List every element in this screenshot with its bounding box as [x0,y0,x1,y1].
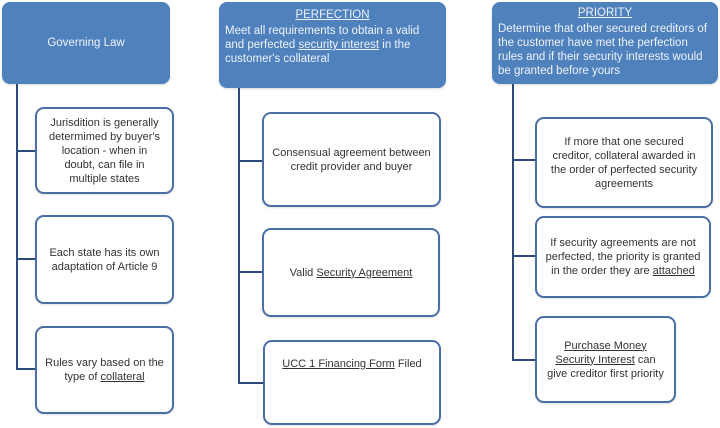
item-text: Valid Security Agreement [290,266,413,280]
underlined-term: collateral [100,371,145,383]
item-text: If security agreements are not perfected… [545,236,701,278]
text-run: If more that one secured creditor, colla… [550,135,698,190]
governing-law-item-state-adaptation: Each state has its own adaptation of Art… [35,215,174,304]
perfection-description: Meet all requirements to obtain a valid … [225,24,440,66]
perfection-connector-vertical [238,88,240,384]
priority-header: PRIORITY Determine that other secured cr… [492,2,718,84]
perfection-connector-1 [238,160,263,162]
priority-connector-2 [512,255,536,257]
perfection-connector-2 [238,271,263,273]
text-run: in the customer's collateral [225,39,411,65]
underlined-term: UCC 1 Financing Form [282,357,395,370]
governing-law-connector-vertical [16,84,18,370]
item-text: UCC 1 Financing Form Filed [282,357,421,371]
text-run: Filed [394,357,422,370]
priority-item-not-perfected: If security agreements are not perfected… [535,216,711,298]
governing-law-item-jurisdiction: Jurisdition is generally determimed by b… [35,107,174,194]
text-run: Valid [289,266,317,279]
text-run: Jurisdition is generally determimed by b… [49,116,160,185]
priority-item-multiple-creditors: If more that one secured creditor, colla… [535,117,713,208]
governing-law-header: Governing Law [2,2,170,84]
text-run: Determine that other secured creditors o… [498,23,708,77]
text-run: Meet all requirements to obtain a valid … [225,25,420,51]
item-text: Jurisdition is generally determimed by b… [45,116,164,186]
governing-law-connector-1 [16,150,36,152]
governing-law-title: Governing Law [47,37,125,49]
perfection-title: PERFECTION [295,9,370,21]
governing-law-connector-2 [16,258,36,260]
priority-title: PRIORITY [577,7,633,19]
underlined-term: attached [652,265,695,277]
text-run: Consensual agreement between credit prov… [272,146,431,173]
priority-connector-1 [512,159,536,161]
item-text: Purchase Money Security Interest can giv… [545,339,666,381]
governing-law-connector-3 [16,368,36,370]
text-run: Each state has its own adaptation of Art… [49,246,160,273]
item-text: If more that one secured creditor, colla… [545,135,703,191]
item-text: Consensual agreement between credit prov… [272,146,431,174]
priority-item-pmsi: Purchase Money Security Interest can giv… [535,316,676,403]
underlined-term: security interest [298,39,380,51]
item-text: Rules vary based on the type of collater… [45,356,164,384]
perfection-item-security-agreement: Valid Security Agreement [262,228,440,317]
text-run: If security agreements are not perfected… [545,237,701,277]
priority-connector-3 [512,359,536,361]
perfection-connector-3 [238,382,263,384]
underlined-term: Security Agreement [316,266,413,279]
perfection-item-ucc1-financing-form: UCC 1 Financing Form Filed [263,340,441,425]
text-run: can give creditor first priority [547,353,664,380]
perfection-item-consensual-agreement: Consensual agreement between credit prov… [262,112,441,207]
governing-law-item-collateral-rules: Rules vary based on the type of collater… [35,326,174,414]
priority-description: Determine that other secured creditors o… [498,22,712,78]
underlined-term: Purchase Money Security Interest [555,339,647,366]
priority-connector-vertical [512,84,514,361]
item-text: Each state has its own adaptation of Art… [45,246,164,274]
perfection-header: PERFECTION Meet all requirements to obta… [219,2,446,88]
text-run: Rules vary based on the type of [45,357,164,383]
